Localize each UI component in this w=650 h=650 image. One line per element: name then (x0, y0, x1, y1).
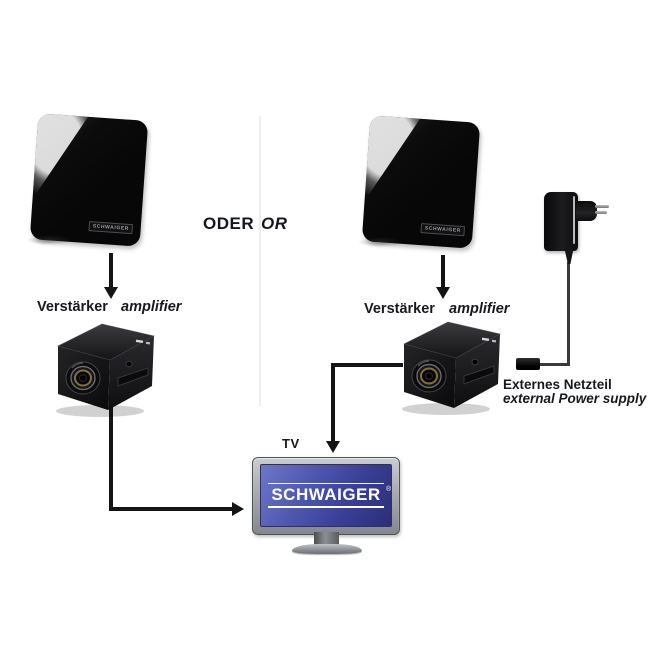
amplifier-label-en-left: amplifier (121, 299, 182, 315)
flat-antenna-right: SCHWAIGER (358, 115, 481, 251)
power-label-en: external Power supply (503, 391, 647, 406)
cable-line (331, 363, 403, 367)
cable-line (331, 363, 335, 443)
or-label-en: OR (261, 214, 288, 233)
arrow-right-icon (232, 502, 244, 516)
arrow-down-icon (436, 287, 450, 299)
power-cable (567, 262, 570, 366)
amplifier-device-left (55, 323, 155, 418)
flat-antenna-left: SCHWAIGER (26, 113, 149, 249)
arrow-down-icon (104, 287, 118, 299)
cable-line (109, 400, 113, 510)
tv-stand-neck (314, 532, 339, 546)
power-label-de: Externes Netzteil (503, 377, 612, 392)
power-cable-strain-relief (564, 249, 574, 264)
tv-frame: SCHWAIGER ® (252, 457, 400, 535)
power-plug-pin (595, 205, 609, 208)
power-plug-pin (595, 211, 607, 214)
tv-label: TV (282, 436, 300, 451)
amplifier-label-de-left: Verstärker (37, 299, 108, 315)
power-supply-body (544, 192, 578, 251)
arrow-down-icon (326, 441, 340, 453)
tv-stand-base (292, 544, 362, 554)
amplifier-label-de-right: Verstärker (364, 301, 435, 317)
antenna-shadow (26, 235, 72, 245)
tv-screen: SCHWAIGER ® (260, 464, 392, 527)
tv-brand-logo: SCHWAIGER ® (268, 483, 391, 508)
amplifier-device-right (401, 321, 501, 416)
power-connector-plug (516, 358, 540, 370)
divider-line (259, 116, 261, 406)
antenna-shadow (358, 237, 404, 247)
power-plug (576, 201, 597, 221)
power-cable (539, 363, 570, 366)
cable-line (441, 255, 445, 289)
registered-trademark-icon: ® (386, 486, 392, 493)
or-label-de: ODER (203, 214, 255, 233)
cable-line (109, 253, 113, 289)
antenna-panel: SCHWAIGER (361, 115, 481, 249)
antenna-panel: SCHWAIGER (29, 113, 149, 247)
cable-line (109, 507, 234, 511)
amplifier-label-en-right: amplifier (449, 301, 510, 317)
